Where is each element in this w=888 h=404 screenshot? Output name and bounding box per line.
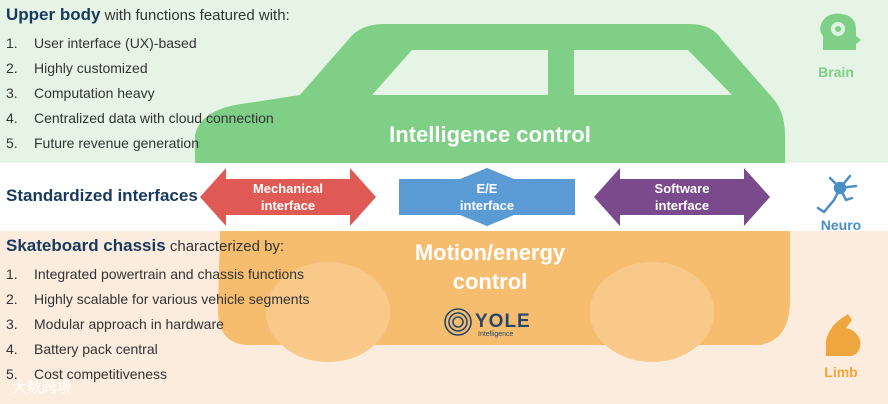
motion-label-line2: control	[452, 269, 528, 294]
flexed-arm-icon	[826, 314, 861, 356]
yole-logo-text: YOLE	[475, 311, 531, 332]
mechanical-interface-arrow: Mechanical interface	[200, 168, 376, 226]
limb-label: Limb	[824, 364, 858, 380]
list-item: 2.Highly scalable for various vehicle se…	[6, 291, 310, 307]
motion-energy-control-label: Motion/energy control	[380, 238, 600, 296]
double-arrow-icon	[399, 168, 575, 226]
arrow-label-line1: Software	[654, 181, 710, 196]
list-item: 4.Battery pack central	[6, 341, 158, 357]
intelligence-control-label: Intelligence control	[389, 122, 591, 147]
list-item: 3.Modular approach in hardware	[6, 316, 224, 332]
chassis-list: 1.Integrated powertrain and chassis func…	[6, 262, 309, 387]
brain-label: Brain	[818, 64, 854, 80]
front-wheel	[590, 262, 714, 362]
list-item: 1.User interface (UX)-based	[6, 35, 197, 51]
upper-body-heading-rest: with functions featured with:	[100, 7, 290, 24]
list-item: 5.Cost competitiveness	[6, 366, 168, 382]
arrow-label-line2: interface	[459, 198, 515, 213]
software-interface-arrow: Software interface	[594, 168, 770, 226]
chassis-heading-rest: characterized by:	[165, 238, 285, 255]
double-arrow-icon	[594, 168, 770, 226]
arrow-label-line1: E/E	[476, 181, 498, 196]
upper-body-heading: Upper body with functions featured with:	[6, 5, 290, 25]
double-arrow-icon	[200, 168, 376, 226]
car-front-window	[574, 50, 732, 95]
list-item: 1.Integrated powertrain and chassis func…	[6, 266, 305, 282]
upper-body-list: 1.User interface (UX)-based 2.Highly cus…	[6, 31, 274, 156]
car-rear-window	[372, 50, 548, 95]
list-item: 4.Centralized data with cloud connection	[6, 110, 274, 126]
yole-logo-mark	[444, 308, 472, 336]
motion-label-line1: Motion/energy	[414, 240, 566, 265]
list-item: 2.Highly customized	[6, 60, 148, 76]
arrow-label-line1: Mechanical	[252, 181, 324, 196]
neuro-label: Neuro	[820, 217, 862, 233]
arrow-label-line2: interface	[260, 198, 316, 213]
arrow-label-line2: interface	[654, 198, 710, 213]
yole-logo-subtext: Intelligence	[478, 331, 514, 338]
rear-wheel	[266, 262, 390, 362]
upper-body-heading-bold: Upper body	[6, 5, 101, 24]
ee-interface-arrow: E/E interface	[399, 168, 575, 226]
list-item: 5.Future revenue generation	[6, 135, 199, 151]
chassis-heading: Skateboard chassis characterized by:	[6, 236, 284, 256]
neuron-icon	[816, 174, 858, 214]
watermark: 大数跨境	[12, 379, 73, 396]
chassis-heading-bold: Skateboard chassis	[6, 236, 166, 255]
list-item: 3.Computation heavy	[6, 85, 155, 101]
brain-icon	[820, 13, 861, 50]
standardized-interfaces-title: Standardized interfaces	[6, 186, 198, 205]
